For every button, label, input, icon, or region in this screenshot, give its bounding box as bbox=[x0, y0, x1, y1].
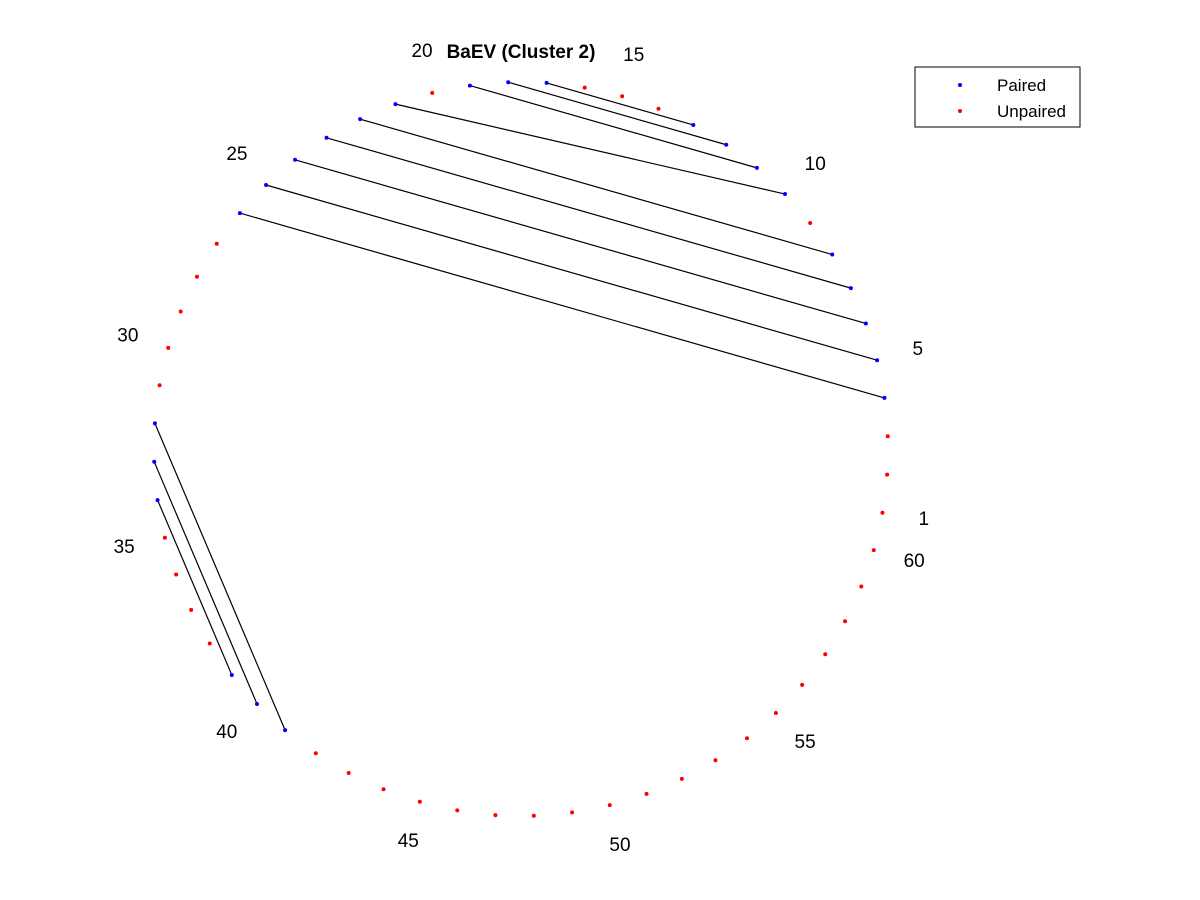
unpaired-point-54 bbox=[744, 736, 749, 741]
position-label-30: 30 bbox=[117, 325, 138, 346]
position-label-35: 35 bbox=[114, 537, 135, 558]
pair-line-5-25 bbox=[265, 184, 878, 361]
position-label-1: 1 bbox=[918, 509, 929, 530]
pair-lines bbox=[153, 81, 885, 731]
legend: Paired Unpaired bbox=[914, 66, 1081, 128]
paired-point-4 bbox=[882, 395, 887, 400]
paired-point-41 bbox=[283, 728, 288, 733]
pair-line-4-26 bbox=[239, 212, 885, 399]
legend-marker-unpaired bbox=[958, 109, 962, 113]
paired-point-6 bbox=[863, 321, 868, 326]
paired-point-25 bbox=[264, 183, 269, 188]
unpaired-point-16 bbox=[582, 85, 587, 90]
position-label-25: 25 bbox=[226, 144, 247, 165]
unpaired-point-14 bbox=[656, 106, 661, 111]
unpaired-point-20 bbox=[430, 90, 435, 95]
paired-point-17 bbox=[544, 80, 549, 85]
unpaired-point-52 bbox=[679, 776, 684, 781]
paired-point-23 bbox=[324, 135, 329, 140]
unpaired-point-3 bbox=[885, 434, 890, 439]
pair-line-33-40 bbox=[153, 461, 258, 705]
chart-title: BaEV (Cluster 2) bbox=[447, 42, 596, 63]
paired-point-40 bbox=[255, 701, 260, 706]
pair-line-13-17 bbox=[546, 82, 694, 126]
position-label-20: 20 bbox=[411, 41, 432, 62]
unpaired-point-2 bbox=[885, 472, 890, 477]
unpaired-point-59 bbox=[859, 584, 864, 589]
pair-line-8-22 bbox=[359, 118, 833, 256]
unpaired-point-30 bbox=[166, 345, 171, 350]
paired-point-26 bbox=[237, 211, 242, 216]
paired-point-39 bbox=[229, 672, 234, 677]
paired-point-11 bbox=[754, 165, 759, 170]
unpaired-point-53 bbox=[713, 758, 718, 763]
paired-point-19 bbox=[467, 83, 472, 88]
position-label-55: 55 bbox=[795, 732, 816, 753]
unpaired-point-35 bbox=[162, 535, 167, 540]
legend-label-paired: Paired bbox=[997, 76, 1046, 95]
unpaired-point-51 bbox=[644, 791, 649, 796]
legend-marker-paired bbox=[958, 83, 962, 87]
paired-point-24 bbox=[293, 157, 298, 162]
unpaired-point-15 bbox=[620, 94, 625, 99]
position-label-40: 40 bbox=[216, 722, 237, 743]
unpaired-point-56 bbox=[800, 682, 805, 687]
paired-point-34 bbox=[155, 498, 160, 503]
paired-point-10 bbox=[782, 192, 787, 197]
unpaired-point-50 bbox=[607, 803, 612, 808]
unpaired-point-36 bbox=[174, 572, 179, 577]
position-label-60: 60 bbox=[904, 551, 925, 572]
unpaired-point-49 bbox=[570, 810, 575, 815]
unpaired-point-27 bbox=[214, 241, 219, 246]
unpaired-point-48 bbox=[531, 813, 536, 818]
unpaired-point-47 bbox=[493, 813, 498, 818]
unpaired-point-9 bbox=[808, 221, 813, 226]
unpaired-point-45 bbox=[417, 799, 422, 804]
paired-point-21 bbox=[393, 102, 398, 107]
unpaired-point-37 bbox=[189, 607, 194, 612]
unpaired-point-42 bbox=[313, 751, 318, 756]
paired-point-22 bbox=[358, 117, 363, 122]
paired-point-18 bbox=[506, 80, 511, 85]
pair-line-7-23 bbox=[326, 137, 852, 289]
unpaired-point-28 bbox=[194, 274, 199, 279]
pair-line-34-39 bbox=[157, 499, 233, 676]
pair-line-10-21 bbox=[395, 103, 786, 195]
unpaired-point-29 bbox=[178, 309, 183, 314]
pair-line-32-41 bbox=[154, 423, 286, 731]
pair-line-12-18 bbox=[508, 81, 727, 146]
paired-point-33 bbox=[152, 459, 157, 464]
unpaired-point-1 bbox=[880, 510, 885, 515]
unpaired-point-58 bbox=[843, 619, 848, 624]
paired-point-5 bbox=[875, 358, 880, 363]
legend-label-unpaired: Unpaired bbox=[997, 102, 1066, 121]
legend-box bbox=[914, 66, 1081, 128]
paired-point-8 bbox=[830, 252, 835, 257]
pair-line-11-19 bbox=[469, 84, 758, 169]
unpaired-point-57 bbox=[823, 652, 828, 657]
unpaired-point-60 bbox=[871, 548, 876, 553]
unpaired-point-38 bbox=[207, 641, 212, 646]
paired-point-7 bbox=[848, 286, 853, 291]
position-label-50: 50 bbox=[609, 835, 630, 856]
paired-point-32 bbox=[152, 421, 157, 426]
unpaired-point-55 bbox=[773, 710, 778, 715]
position-label-5: 5 bbox=[913, 339, 924, 360]
paired-point-12 bbox=[724, 142, 729, 147]
position-label-10: 10 bbox=[805, 154, 826, 175]
unpaired-point-43 bbox=[346, 771, 351, 776]
position-label-45: 45 bbox=[398, 831, 419, 852]
unpaired-point-31 bbox=[157, 383, 162, 388]
unpaired-point-44 bbox=[381, 787, 386, 792]
nucleotide-points bbox=[152, 80, 890, 818]
position-label-15: 15 bbox=[623, 45, 644, 66]
paired-point-13 bbox=[691, 122, 696, 127]
pair-line-6-24 bbox=[294, 159, 867, 325]
unpaired-point-46 bbox=[455, 808, 460, 813]
